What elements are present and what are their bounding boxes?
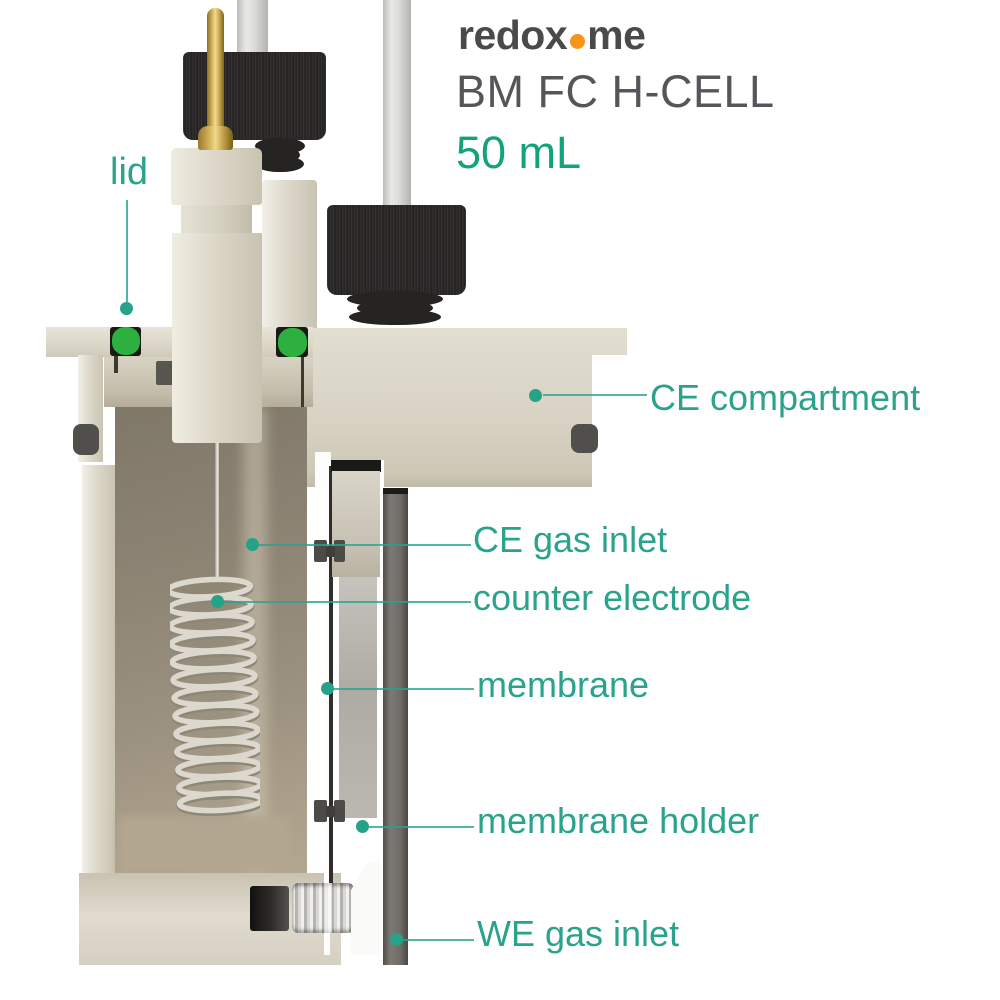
product-volume: 50 mL (456, 127, 582, 178)
holder-slot-left (315, 452, 331, 488)
membrane-gap-right (333, 575, 339, 815)
leader-line-membrane (334, 688, 474, 690)
glass-frit (292, 883, 354, 933)
holder-slot-right (379, 460, 384, 490)
gas-port-cap (327, 205, 466, 295)
gold-pin (207, 8, 224, 133)
leader-dot-counter-electrode (211, 595, 224, 608)
frit-bore (250, 886, 289, 931)
lid-step-clip-left (156, 361, 177, 385)
lid-seam-left (114, 355, 118, 373)
brand-suffix: me (587, 12, 646, 58)
membrane-clip-top-bridge (326, 546, 335, 557)
label-we-gas-inlet: WE gas inlet (477, 913, 680, 954)
leader-line-counter-electrode (224, 601, 471, 603)
leader-dot-lid (120, 302, 133, 315)
green-oring-left (112, 327, 140, 355)
electrode-port-cap (183, 52, 326, 140)
label-membrane: membrane (477, 664, 650, 705)
leader-dot-ce-compartment (529, 389, 542, 402)
electrode-fitting-cap (171, 148, 262, 205)
panel-gap-right (377, 488, 383, 818)
electrode-fitting-neck (181, 205, 252, 233)
green-oring-right (278, 328, 307, 357)
lid-oring-left (73, 424, 99, 455)
electrode-fitting-body (172, 233, 262, 443)
frit-gap-highlight (324, 883, 332, 933)
we-side-panel (333, 563, 377, 818)
gold-pin-base (198, 126, 233, 150)
label-counter-electrode: counter electrode (473, 577, 752, 618)
cavity-floor-block (118, 816, 290, 873)
label-membrane-holder: membrane holder (477, 800, 760, 841)
label-lid: lid (110, 151, 149, 193)
membrane-holder-cap (331, 460, 381, 472)
membrane-clip-bottom-bridge (326, 806, 335, 817)
cell-wall-right (307, 357, 325, 963)
leader-line-ce-gas-inlet (258, 544, 471, 546)
brand-dot-icon (570, 34, 586, 49)
brand-prefix: redox (458, 12, 568, 58)
lid-seam-right (301, 356, 304, 407)
membrane-clip-bottom (314, 800, 327, 822)
gas-port-bellows (347, 291, 443, 335)
membrane-clip-bottom (334, 800, 345, 822)
counter-electrode-wire (215, 443, 219, 584)
leader-dot-we-gas-inlet (390, 933, 403, 946)
bellows-ring (256, 156, 304, 172)
electrode-port-bellows (255, 138, 305, 188)
leader-line-membrane-holder (369, 826, 474, 828)
we-cone-piece (351, 860, 381, 955)
label-ce-gas-inlet: CE gas inlet (473, 519, 668, 560)
ce-gas-supply-tube (383, 0, 411, 208)
leader-dot-membrane (321, 682, 334, 695)
gas-port-riser (262, 180, 317, 332)
leader-dot-membrane-holder (356, 820, 369, 833)
counter-electrode-spring (170, 576, 260, 816)
label-ce-compartment: CE compartment (650, 377, 921, 418)
membrane-gap-left (324, 455, 330, 955)
we-gas-inlet-tube (383, 488, 408, 965)
leader-line-lid (126, 200, 128, 302)
membrane-clip-top (334, 540, 345, 562)
bellows-ring (348, 309, 442, 325)
leader-line-we-gas-inlet (403, 939, 474, 941)
we-gas-inlet-tube-cap (383, 488, 408, 494)
leader-dot-ce-gas-inlet (246, 538, 259, 551)
leader-line-ce-compartment (543, 394, 647, 396)
product-title: BM FC H-CELL (456, 66, 775, 117)
electrode-cable-tube (237, 0, 268, 55)
ce-compartment-oring-right (571, 424, 598, 453)
